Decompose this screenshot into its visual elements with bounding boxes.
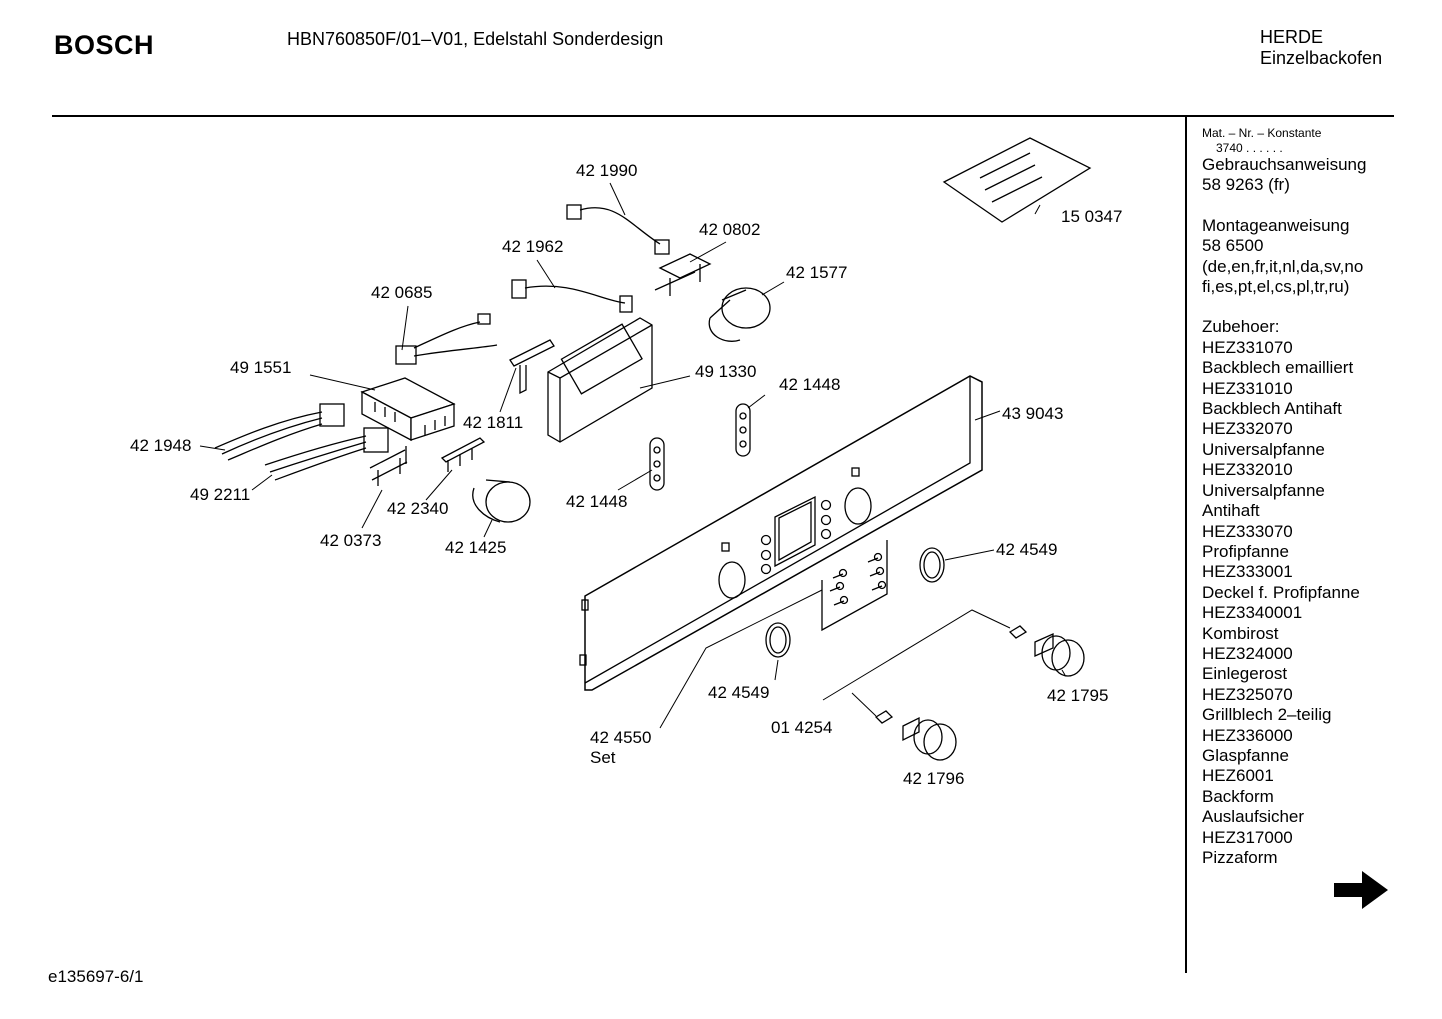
sidebar-entry: HEZ331070: [1202, 337, 1293, 357]
sidebar-entry: Backblech Antihaft: [1202, 399, 1342, 419]
wiring-harness-421948: [214, 403, 345, 461]
label-439043: 43 9043: [1002, 404, 1063, 423]
knob-421796: [874, 710, 957, 761]
sidebar-gap: [1202, 196, 1366, 216]
label-424549-b: 42 4549: [708, 683, 769, 702]
sidebar-entry: Profipfanne: [1202, 541, 1289, 561]
label-422340: 42 2340: [387, 499, 448, 518]
cable-420685: [395, 313, 498, 365]
brand-logo: BOSCH: [54, 30, 155, 60]
sidebar-entry: fi,es,pt,el,cs,pl,tr,ru): [1202, 277, 1350, 297]
label-421948: 42 1948: [130, 436, 191, 455]
label-421796: 42 1796: [903, 769, 964, 788]
const-label: Mat. – Nr. – Konstante: [1202, 126, 1322, 140]
sidebar-entry: HEZ317000: [1202, 827, 1293, 847]
ring-424549: [765, 547, 945, 658]
knob-holder-421577: [708, 287, 771, 342]
cable-421990: [566, 204, 670, 255]
knob-421795: [1008, 625, 1085, 677]
bracket-420373: [369, 446, 408, 486]
sidebar-entry: 58 6500: [1202, 236, 1264, 256]
sidebar-entry: Antihaft: [1202, 501, 1260, 521]
sidebar-gap: [1202, 297, 1366, 317]
exploded-view-diagram: 42 1990 42 0802 42 1962 42 1577 42 0685 …: [130, 137, 1122, 788]
category-line2: Einzelbackofen: [1260, 48, 1383, 68]
sidebar-entry: HEZ333070: [1202, 521, 1293, 541]
cable-421962: [511, 279, 633, 313]
knob-holder-421425: [472, 479, 531, 523]
label-set: Set: [590, 748, 616, 767]
bracket-422340: [440, 437, 486, 472]
sidebar-entry: Universalpfanne: [1202, 439, 1325, 459]
electronic-module: [547, 317, 653, 443]
sidebar-entry: Grillblech 2–teilig: [1202, 705, 1332, 725]
label-421962: 42 1962: [502, 237, 563, 256]
sidebar-entry: HEZ6001: [1202, 766, 1274, 786]
label-492211: 49 2211: [190, 485, 250, 504]
sidebar-entry: HEZ333001: [1202, 562, 1293, 582]
sidebar-entry: Kombirost: [1202, 623, 1279, 643]
sidebar-entry: HEZ336000: [1202, 725, 1293, 745]
label-420685: 42 0685: [371, 283, 432, 302]
label-491551: 49 1551: [230, 358, 291, 377]
selector-switch: [360, 377, 456, 442]
switch-420802: [654, 253, 712, 296]
screw-set: [829, 552, 887, 606]
sidebar-entry: Pizzaform: [1202, 848, 1278, 867]
const-value: 3740 . . . . . .: [1216, 141, 1283, 155]
label-421577: 42 1577: [786, 263, 847, 282]
sidebar-entry: HEZ325070: [1202, 684, 1293, 704]
label-014254: 01 4254: [771, 718, 832, 737]
sidebar-entry: 58 9263 (fr): [1202, 175, 1290, 195]
label-420802: 42 0802: [699, 220, 760, 239]
category-line1: HERDE: [1260, 27, 1324, 47]
sidebar-entry: HEZ332010: [1202, 460, 1293, 480]
arrow-right-icon[interactable]: [1332, 868, 1390, 917]
sidebar-entry: Backform: [1202, 786, 1274, 806]
sidebar-entry: (de,en,fr,it,nl,da,sv,no: [1202, 256, 1364, 276]
sidebar-entry: Backblech emailliert: [1202, 358, 1354, 378]
label-150347: 15 0347: [1061, 207, 1122, 226]
screw-bag-150347: [942, 137, 1092, 223]
sidebar-entry: HEZ3340001: [1202, 603, 1303, 623]
document-id: e135697-6/1: [48, 967, 144, 986]
wiring-harness-492211: [264, 427, 389, 481]
label-421425: 42 1425: [445, 538, 506, 557]
spacer-421448: [649, 403, 751, 491]
sidebar-entry: Deckel f. Profipfanne: [1202, 582, 1360, 602]
sidebar-entry: Glaspfanne: [1202, 745, 1289, 765]
label-421448-b: 42 1448: [566, 492, 627, 511]
sidebar-divider: [1185, 116, 1187, 973]
header-divider: [52, 115, 1394, 117]
sidebar-entry: Zubehoer:: [1202, 317, 1280, 337]
holder-421811: [509, 339, 555, 395]
label-421990: 42 1990: [576, 161, 637, 180]
sidebar-entry: HEZ332070: [1202, 419, 1293, 439]
control-panel: [579, 375, 983, 691]
label-491330: 49 1330: [695, 362, 756, 381]
sidebar: Mat. – Nr. – Konstante 3740 . . . . . . …: [1202, 126, 1366, 868]
sidebar-entry: HEZ324000: [1202, 643, 1293, 663]
label-421795: 42 1795: [1047, 686, 1108, 705]
sidebar-entry: Universalpfanne: [1202, 480, 1325, 500]
leader-lines: [199, 182, 1066, 729]
label-424549-a: 42 4549: [996, 540, 1057, 559]
sidebar-entry: Montageanweisung: [1202, 215, 1350, 235]
label-420373: 42 0373: [320, 531, 381, 550]
label-421448-a: 42 1448: [779, 375, 840, 394]
sidebar-entry: Auslaufsicher: [1202, 807, 1305, 827]
sidebar-entry: HEZ331010: [1202, 378, 1293, 398]
model-title: HBN760850F/01–V01, Edelstahl Sonderdesig…: [287, 29, 664, 49]
label-424550: 42 4550: [590, 728, 651, 747]
label-421811: 42 1811: [463, 413, 523, 432]
category: HERDE Einzelbackofen: [1260, 27, 1382, 69]
sidebar-entry: Einlegerost: [1202, 664, 1288, 684]
sidebar-entry: Gebrauchsanweisung: [1202, 155, 1367, 174]
part-labels: 42 1990 42 0802 42 1962 42 1577 42 0685 …: [130, 161, 1122, 788]
